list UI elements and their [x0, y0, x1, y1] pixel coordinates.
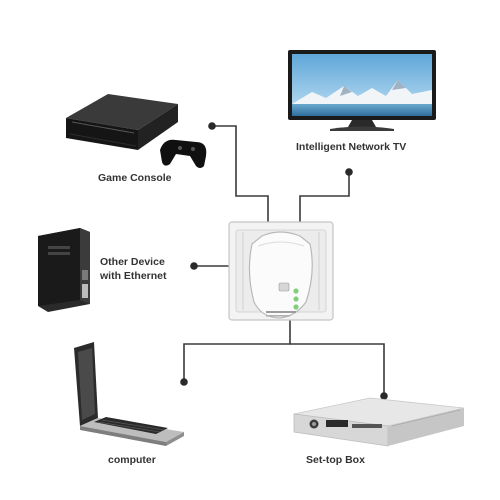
line-to-set-top-box [290, 343, 385, 394]
dot-tv [345, 168, 353, 176]
set-top-box-label: Set-top Box [306, 454, 365, 466]
computer-icon [74, 342, 184, 446]
game-console-icon [66, 94, 207, 168]
line-to-game-console [212, 125, 269, 228]
dot-set-top-box [380, 392, 388, 400]
computer-label: computer [108, 454, 156, 466]
tv-label: Intelligent Network TV [296, 141, 407, 153]
other-device-label: Other Device with Ethernet [100, 256, 167, 282]
dot-other-device [190, 262, 198, 270]
led-power [293, 288, 299, 294]
adapter-logo [278, 282, 290, 292]
line-to-computer [183, 320, 291, 380]
tv-icon [288, 50, 436, 131]
game-console-label: Game Console [98, 172, 172, 184]
powerline-adapter [228, 221, 334, 321]
line-to-tv [299, 174, 350, 228]
connection-dots [180, 122, 388, 400]
led-data [293, 304, 299, 310]
set-top-box-icon [293, 397, 465, 447]
dot-game-console [208, 122, 216, 130]
other-device-icon [38, 228, 90, 312]
dot-computer [180, 378, 188, 386]
led-link [293, 296, 299, 302]
